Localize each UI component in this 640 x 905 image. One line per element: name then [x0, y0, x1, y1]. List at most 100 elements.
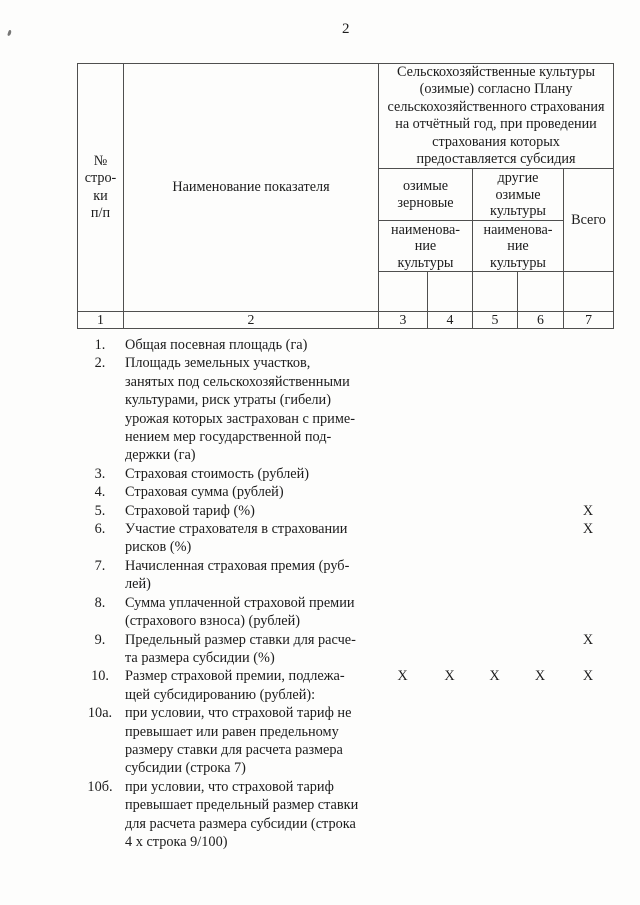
table-row: 2. Площадь земельных участков, занятых п… — [77, 354, 613, 464]
value-cell-5 — [472, 631, 517, 668]
value-cell-4 — [427, 557, 472, 594]
value-cell-3 — [378, 557, 427, 594]
value-cell-6 — [517, 336, 563, 354]
indicator-name: при условии, что страховой тариф не прев… — [125, 705, 352, 777]
row-number: 9. — [94, 631, 106, 648]
value-cell-4 — [427, 336, 472, 354]
value-cell-3 — [378, 594, 427, 631]
table-row: 10б. при условии, что страховой тариф пр… — [77, 778, 613, 852]
indicator-name: Участие страхователя в страховании риско… — [125, 521, 348, 556]
value-cell-5 — [472, 778, 517, 852]
indicator-name: Размер страховой премии, подлежа- щей су… — [125, 668, 345, 703]
indicators-table-header: № стро- ки п/п Наименование показателя С… — [77, 62, 615, 330]
value-cell-4 — [427, 465, 472, 483]
value-cell-6 — [517, 631, 563, 668]
value-cell-4: X — [444, 668, 455, 685]
header-winter-cereals: озимые зерновые — [378, 168, 473, 222]
value-cell-7 — [563, 557, 613, 594]
column-number-3: 3 — [378, 311, 428, 330]
value-cell-6 — [517, 778, 563, 852]
indicator-name: Страховой тариф (%) — [125, 502, 255, 519]
column-number-7: 7 — [562, 311, 615, 330]
value-cell-3 — [378, 354, 427, 464]
value-cell-7 — [563, 778, 613, 852]
value-cell-3 — [378, 704, 427, 778]
header-indicator-name-col: Наименование показателя — [123, 62, 379, 313]
row-number: 8. — [94, 594, 106, 611]
value-cell-6 — [517, 354, 563, 464]
value-cell-7: X — [582, 631, 594, 648]
indicator-name: Предельный размер ставки для расче- та р… — [125, 631, 356, 666]
header-other-winter-cultures: другие озимые культуры — [472, 168, 564, 222]
scan-artifact — [7, 29, 12, 37]
row-number: 3. — [94, 465, 106, 482]
table-row: 3. Страховая стоимость (рублей) — [77, 465, 613, 483]
value-cell-7 — [563, 354, 613, 464]
row-number: 5. — [94, 502, 106, 519]
column-number-5: 5 — [472, 311, 518, 330]
value-cell-7: X — [582, 521, 594, 538]
column-number-2: 2 — [123, 311, 379, 330]
value-cell-6 — [517, 704, 563, 778]
header-culture-name-2: наименова- ние культуры — [472, 220, 564, 273]
value-cell-5 — [472, 594, 517, 631]
value-cell-6 — [517, 520, 563, 557]
value-cell-7 — [563, 465, 613, 483]
header-blank-cell — [472, 271, 518, 313]
column-number-1: 1 — [77, 311, 124, 330]
value-cell-6: X — [534, 668, 546, 685]
indicator-name: Площадь земельных участков, занятых под … — [125, 355, 355, 464]
value-cell-7: X — [582, 502, 594, 519]
value-cell-4 — [427, 502, 472, 520]
indicator-name: Начисленная страховая премия (руб- лей) — [125, 557, 350, 593]
header-total: Всего — [562, 168, 615, 273]
value-cell-7 — [563, 704, 613, 778]
column-number-4: 4 — [427, 311, 473, 330]
value-cell-6 — [517, 594, 563, 631]
value-cell-3 — [378, 465, 427, 483]
row-number: 10б. — [87, 778, 113, 795]
value-cell-5 — [472, 502, 517, 520]
row-number: 10а. — [87, 705, 113, 722]
value-cell-4 — [427, 594, 472, 631]
value-cell-5 — [472, 704, 517, 778]
value-cell-5 — [472, 520, 517, 557]
value-cell-7 — [563, 594, 613, 631]
value-cell-5 — [472, 483, 517, 501]
value-cell-3 — [378, 520, 427, 557]
value-cell-5 — [472, 354, 517, 464]
indicator-name: Страховая сумма (рублей) — [125, 484, 284, 501]
table-row: 9. Предельный размер ставки для расче- т… — [77, 631, 613, 668]
value-cell-7: X — [582, 668, 594, 685]
header-culture-name-1: наименова- ние культуры — [378, 220, 473, 273]
value-cell-6 — [517, 483, 563, 501]
value-cell-5: X — [489, 668, 500, 685]
indicators-table-body: 1. Общая посевная площадь (га) 2. Площад… — [77, 336, 613, 851]
indicator-name: Общая посевная площадь (га) — [125, 337, 308, 353]
value-cell-7 — [563, 483, 613, 501]
value-cell-5 — [472, 465, 517, 483]
value-cell-3 — [378, 631, 427, 668]
value-cell-4 — [427, 483, 472, 501]
value-cell-3 — [378, 502, 427, 520]
row-number: 7. — [94, 557, 106, 574]
value-cell-4 — [427, 354, 472, 464]
table-row: 4. Страховая сумма (рублей) — [77, 483, 613, 501]
value-cell-5 — [472, 336, 517, 354]
table-row: 1. Общая посевная площадь (га) — [77, 336, 613, 354]
table-row: 10. Размер страховой премии, подлежа- ще… — [77, 667, 613, 704]
value-cell-3: X — [397, 668, 408, 685]
column-number-6: 6 — [517, 311, 564, 330]
value-cell-6 — [517, 465, 563, 483]
value-cell-4 — [427, 778, 472, 852]
value-cell-3 — [378, 483, 427, 501]
value-cell-3 — [378, 336, 427, 354]
value-cell-4 — [427, 520, 472, 557]
header-blank-cell — [517, 271, 564, 313]
indicator-name: Страховая стоимость (рублей) — [125, 465, 310, 482]
value-cell-6 — [517, 502, 563, 520]
indicator-name: при условии, что страховой тариф превыша… — [125, 778, 359, 850]
table-row: 6. Участие страхователя в страховании ри… — [77, 520, 613, 557]
value-cell-4 — [427, 704, 472, 778]
